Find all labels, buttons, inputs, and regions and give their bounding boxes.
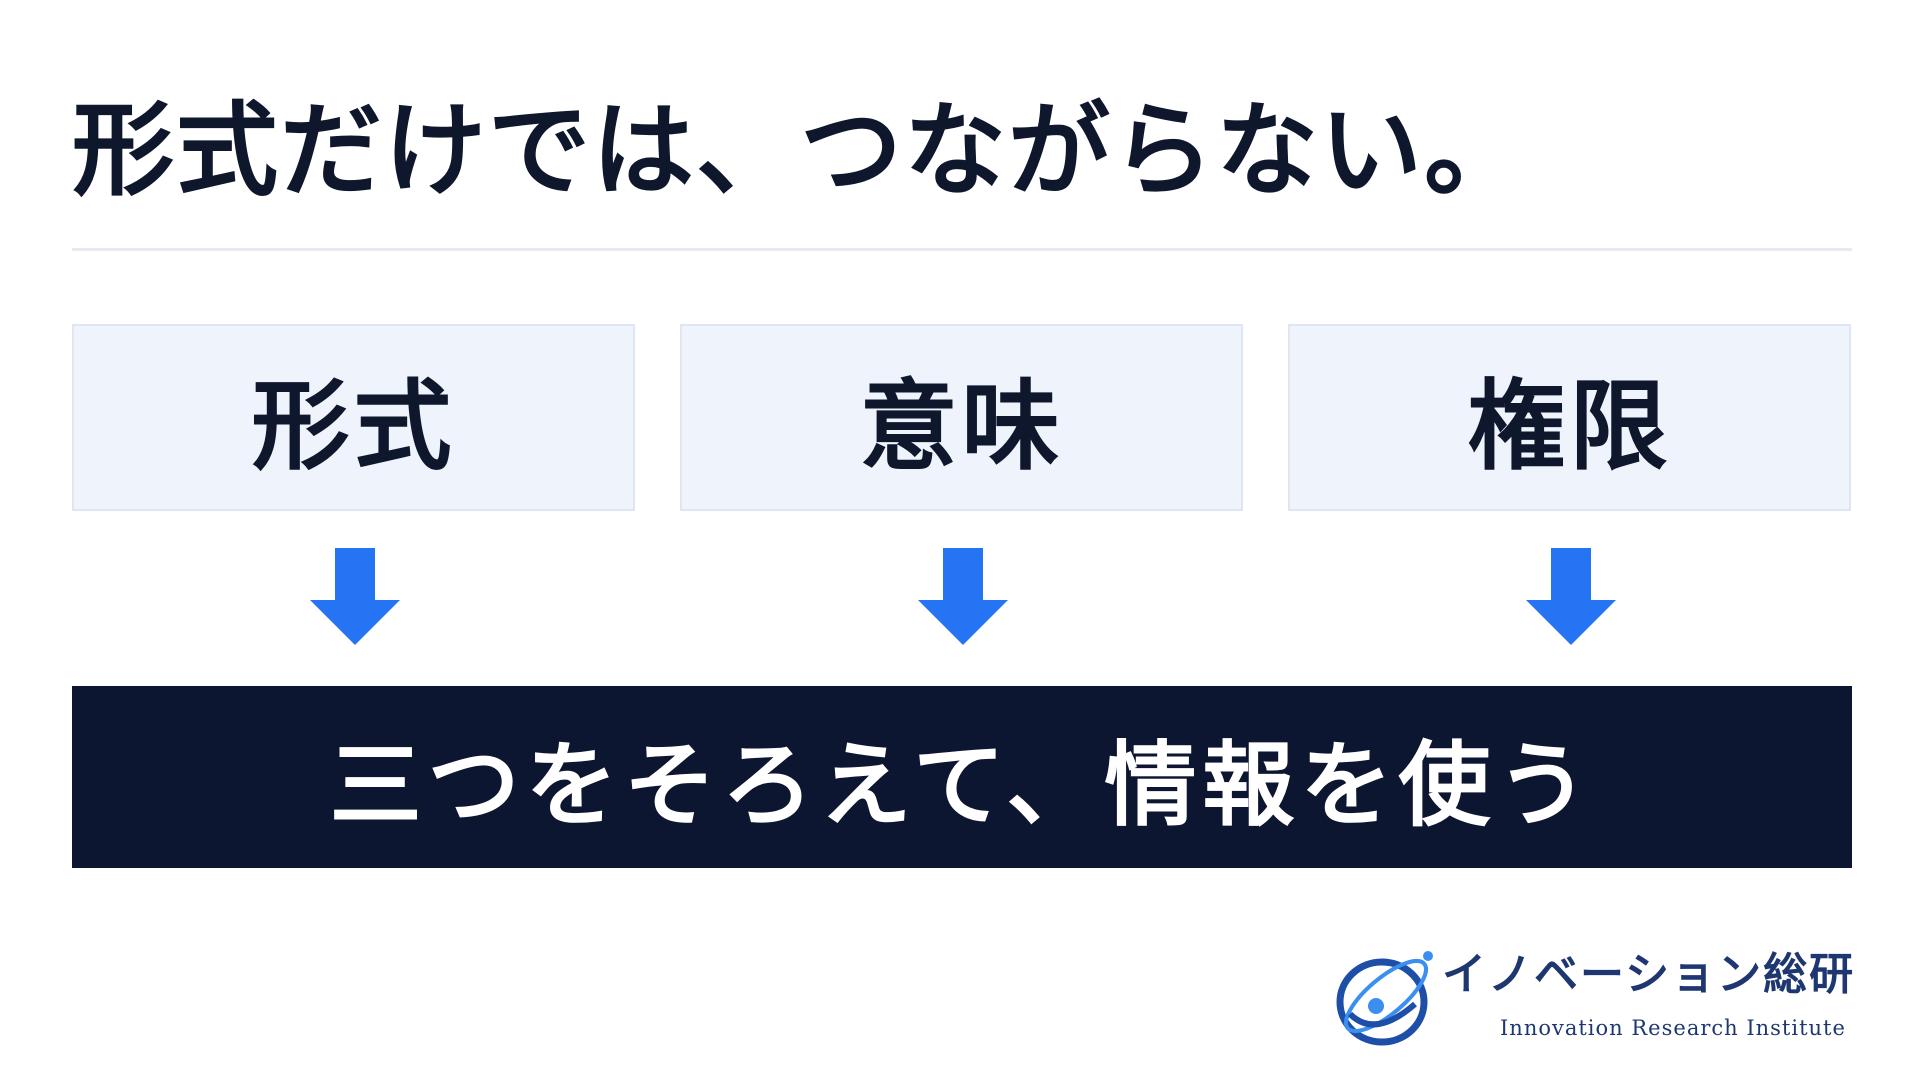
logo-name: イノベーション総研 [1442,949,1856,1000]
down-arrow-icon [310,548,400,645]
concept-box-permission: 権限 [1288,324,1851,511]
conclusion-text: 三つをそろえて、情報を使う [329,731,1595,839]
slide-title: 形式だけでは、つながらない。 [72,92,1528,211]
concept-label-permission: 権限 [1467,369,1672,484]
down-arrow-icon [1526,548,1616,645]
company-logo: イノベーション総研 Innovation Research Institute [1330,944,1890,1054]
concept-box-format: 形式 [72,324,635,511]
concept-label-meaning: 意味 [859,369,1064,484]
title-divider [72,248,1852,251]
conclusion-banner: 三つをそろえて、情報を使う [72,686,1852,868]
down-arrow-icon [918,548,1008,645]
orbit-logo-icon [1336,951,1433,1046]
logo-subtitle: Innovation Research Institute [1500,1016,1846,1040]
concept-box-meaning: 意味 [680,324,1243,511]
concept-label-format: 形式 [251,369,456,484]
